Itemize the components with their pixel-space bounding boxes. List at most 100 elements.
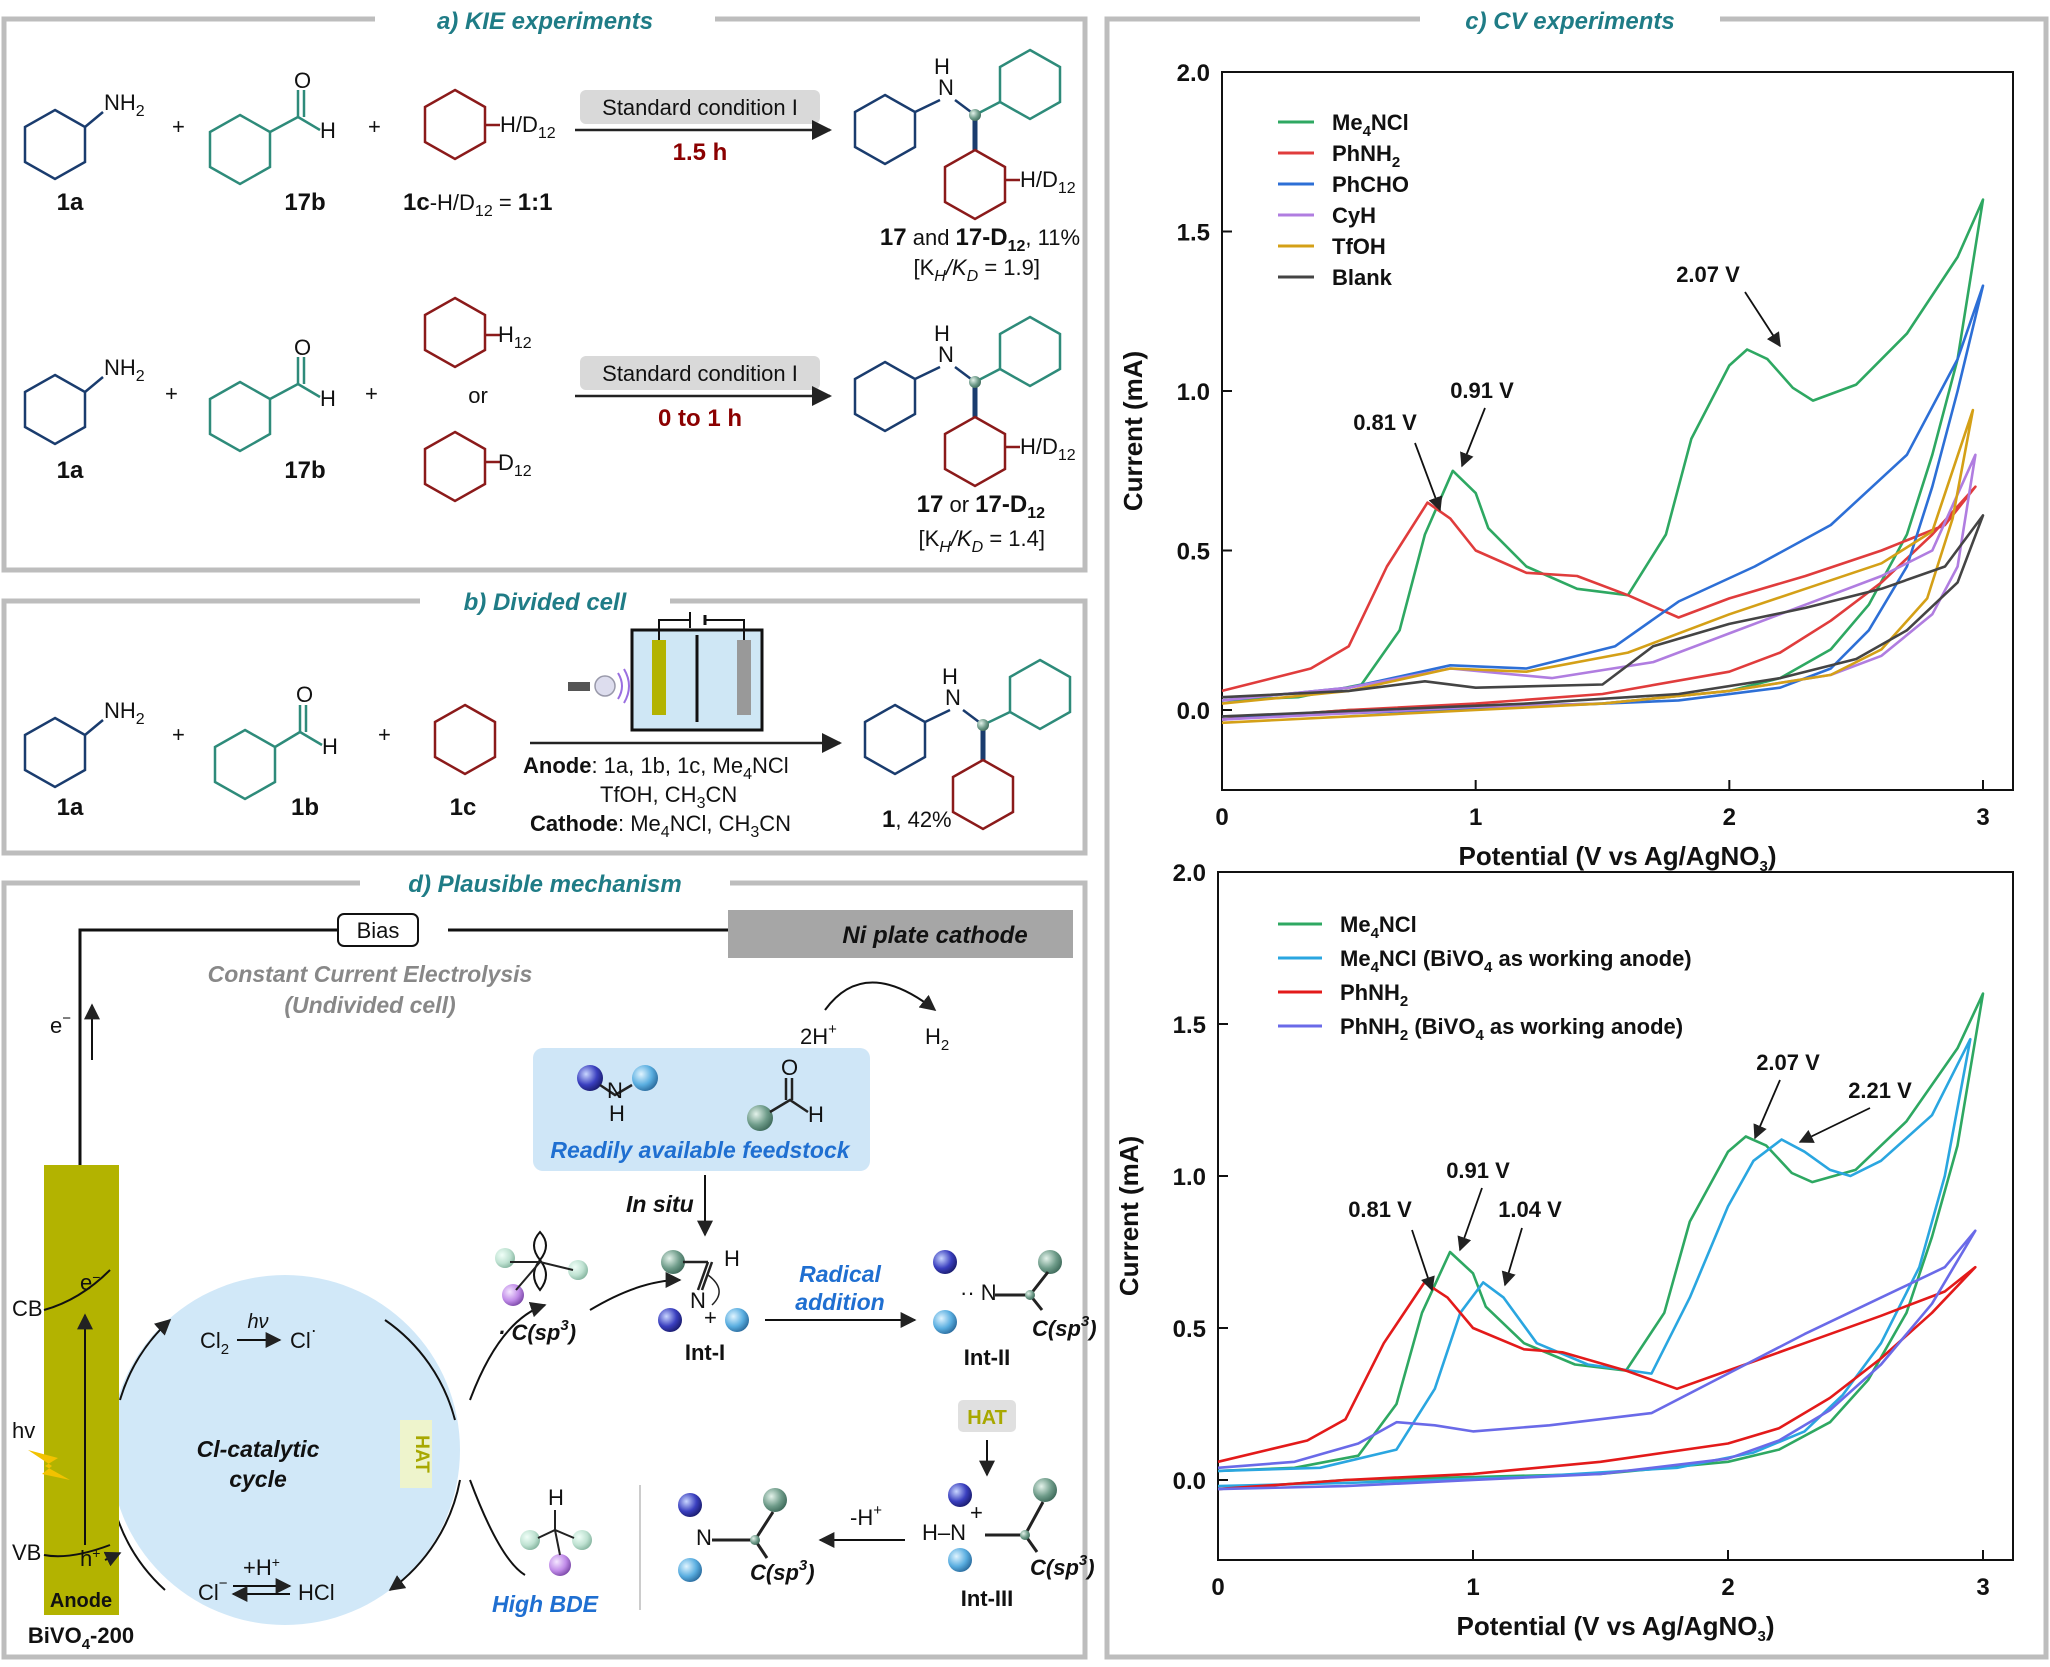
svg-text:C(sp3): C(sp3) xyxy=(1032,1313,1097,1341)
series-line-3 xyxy=(1217,1229,1977,1491)
svg-text:+: + xyxy=(172,114,185,139)
panel-d-title: d) Plausible mechanism xyxy=(408,871,681,898)
y-axis-title: Current (mA) xyxy=(1118,351,1148,511)
svg-text:17 and 17-D12, 11%: 17 and 17-D12, 11% xyxy=(880,224,1080,255)
svg-text:H: H xyxy=(808,1102,824,1127)
label-17b-row1: 17b xyxy=(284,189,325,216)
svg-text:+: + xyxy=(365,381,378,406)
legend-label: Me4NCl (BiVO4 as working anode) xyxy=(1340,946,1692,976)
y-tick-label: 1.5 xyxy=(1177,220,1210,247)
x-axis-title: Potential (V vs Ag/AgNO3) xyxy=(1459,841,1777,875)
series-line-2 xyxy=(1221,284,1985,718)
svg-text:H: H xyxy=(934,54,950,79)
svg-text:e−: e− xyxy=(50,1010,71,1038)
annotation-arrow xyxy=(1457,1187,1483,1252)
svg-text:[KH/KD = 1.9]: [KH/KD = 1.9] xyxy=(914,255,1041,285)
hat-cycle-label: HAT xyxy=(411,1435,432,1473)
product-1-structure xyxy=(863,658,1072,831)
bias-label: Bias xyxy=(357,918,400,943)
x-tick-label: 2 xyxy=(1723,804,1736,831)
label-1a-row2: 1a xyxy=(57,457,84,484)
annotation-arrow xyxy=(1501,1227,1523,1287)
svg-text:-H+: -H+ xyxy=(850,1502,882,1530)
x-tick-label: 0 xyxy=(1215,804,1228,831)
svg-text:Cl·: Cl· xyxy=(290,1320,317,1353)
peak-annotation: 1.04 V xyxy=(1498,1197,1562,1222)
annotation-arrow xyxy=(1744,291,1781,348)
peak-annotation: 0.91 V xyxy=(1446,1158,1510,1183)
legend-label: PhCHO xyxy=(1332,172,1409,197)
panel-b-content: NH2 1a + O H 1b + 1c xyxy=(23,612,1072,841)
panel-b: b) Divided cell xyxy=(1,584,1088,856)
peak-annotation: 0.81 V xyxy=(1348,1197,1412,1222)
y-tick-label: 1.0 xyxy=(1177,379,1210,406)
svg-text:H12: H12 xyxy=(498,322,532,352)
svg-text:·· N: ·· N xyxy=(960,1280,997,1305)
annotation-arrow xyxy=(1798,1107,1871,1143)
cycle-label1: Cl-catalytic xyxy=(197,1436,320,1462)
label-1b: 1b xyxy=(291,794,319,821)
annotation-arrow xyxy=(1414,442,1443,512)
series-line-0 xyxy=(1217,992,1985,1491)
plot-frame xyxy=(1221,71,2014,791)
svg-text:H–N: H–N xyxy=(922,1520,966,1545)
y-tick-label: 2.0 xyxy=(1173,860,1206,887)
panel-a: a) KIE experiments xyxy=(1,3,1088,573)
radical-orbital-icon xyxy=(495,1230,588,1306)
cb-label: CB xyxy=(12,1296,43,1321)
svg-text:H/D12: H/D12 xyxy=(1020,434,1076,464)
panel-d: d) Plausible mechanism xyxy=(1,866,1088,1660)
series-line-5 xyxy=(1221,514,1985,718)
series-line-1 xyxy=(1221,485,1977,721)
hv-arrow-label: hν xyxy=(247,1311,268,1333)
legend-label: Blank xyxy=(1332,265,1393,290)
svg-text:1c-H/D12 = 1:1: 1c-H/D12 = 1:1 xyxy=(403,189,552,220)
svg-text:H: H xyxy=(934,321,950,346)
peak-annotation: 2.07 V xyxy=(1756,1050,1820,1075)
x-tick-label: 3 xyxy=(1976,804,1989,831)
ni-cathode-label: Ni plate cathode xyxy=(842,922,1027,949)
svg-text:O: O xyxy=(294,335,311,360)
svg-text:H/D12: H/D12 xyxy=(1020,167,1076,197)
svg-text:h+: h+ xyxy=(80,1545,100,1571)
series-line-0 xyxy=(1221,198,1985,721)
panel-c-title: c) CV experiments xyxy=(1465,8,1674,35)
cyclohexane-h12-structure xyxy=(423,296,500,503)
vb-label: VB xyxy=(12,1540,41,1565)
svg-text:+: + xyxy=(165,381,178,406)
hcl-label: HCl xyxy=(298,1580,335,1605)
panel-a-title: a) KIE experiments xyxy=(437,8,653,35)
feedstock-label: Readily available feedstock xyxy=(550,1137,850,1163)
svg-text:N: N xyxy=(696,1525,712,1550)
hv-left-label: hv xyxy=(12,1418,35,1443)
label-1c: 1c xyxy=(450,794,477,821)
svg-text:Anode: 1a, 1b, 1c, Me4NCl: Anode: 1a, 1b, 1c, Me4NCl xyxy=(523,753,789,783)
time-row1: 1.5 h xyxy=(673,139,728,166)
svg-text:C(sp3): C(sp3) xyxy=(1030,1552,1095,1580)
svg-text:N: N xyxy=(938,342,954,367)
svg-text:2H+: 2H+ xyxy=(800,1021,837,1049)
cce-line2: (Undivided cell) xyxy=(284,992,455,1018)
time-row2: 0 to 1 h xyxy=(658,405,742,432)
svg-text:TfOH, CH3CN: TfOH, CH3CN xyxy=(600,782,737,812)
svg-text:+: + xyxy=(172,722,185,747)
panel-a-row1: NH2 1a + O H 17b + H/D12 1c-H/D12 = 1:1 … xyxy=(23,48,1080,285)
x-tick-label: 1 xyxy=(1466,1574,1479,1601)
in-situ-label: In situ xyxy=(626,1191,694,1217)
svg-text:Cl2: Cl2 xyxy=(200,1328,229,1358)
svg-text:H: H xyxy=(724,1246,740,1271)
svg-text:O: O xyxy=(781,1055,798,1080)
svg-text:+: + xyxy=(970,1500,983,1525)
y-tick-label: 1.0 xyxy=(1173,1164,1206,1191)
svg-text:D12: D12 xyxy=(498,450,532,480)
aniline-structure xyxy=(23,108,104,181)
panel-c: c) CV experiments xyxy=(1104,3,2049,1660)
svg-text:H: H xyxy=(320,118,336,143)
label-17b-row2: 17b xyxy=(284,457,325,484)
peak-annotation: 0.81 V xyxy=(1353,410,1417,435)
anode-bar-label: Anode xyxy=(50,1590,112,1612)
annotation-arrow xyxy=(1753,1079,1781,1140)
divided-cell-icon xyxy=(568,612,764,732)
radical-label: Radical xyxy=(799,1261,881,1287)
